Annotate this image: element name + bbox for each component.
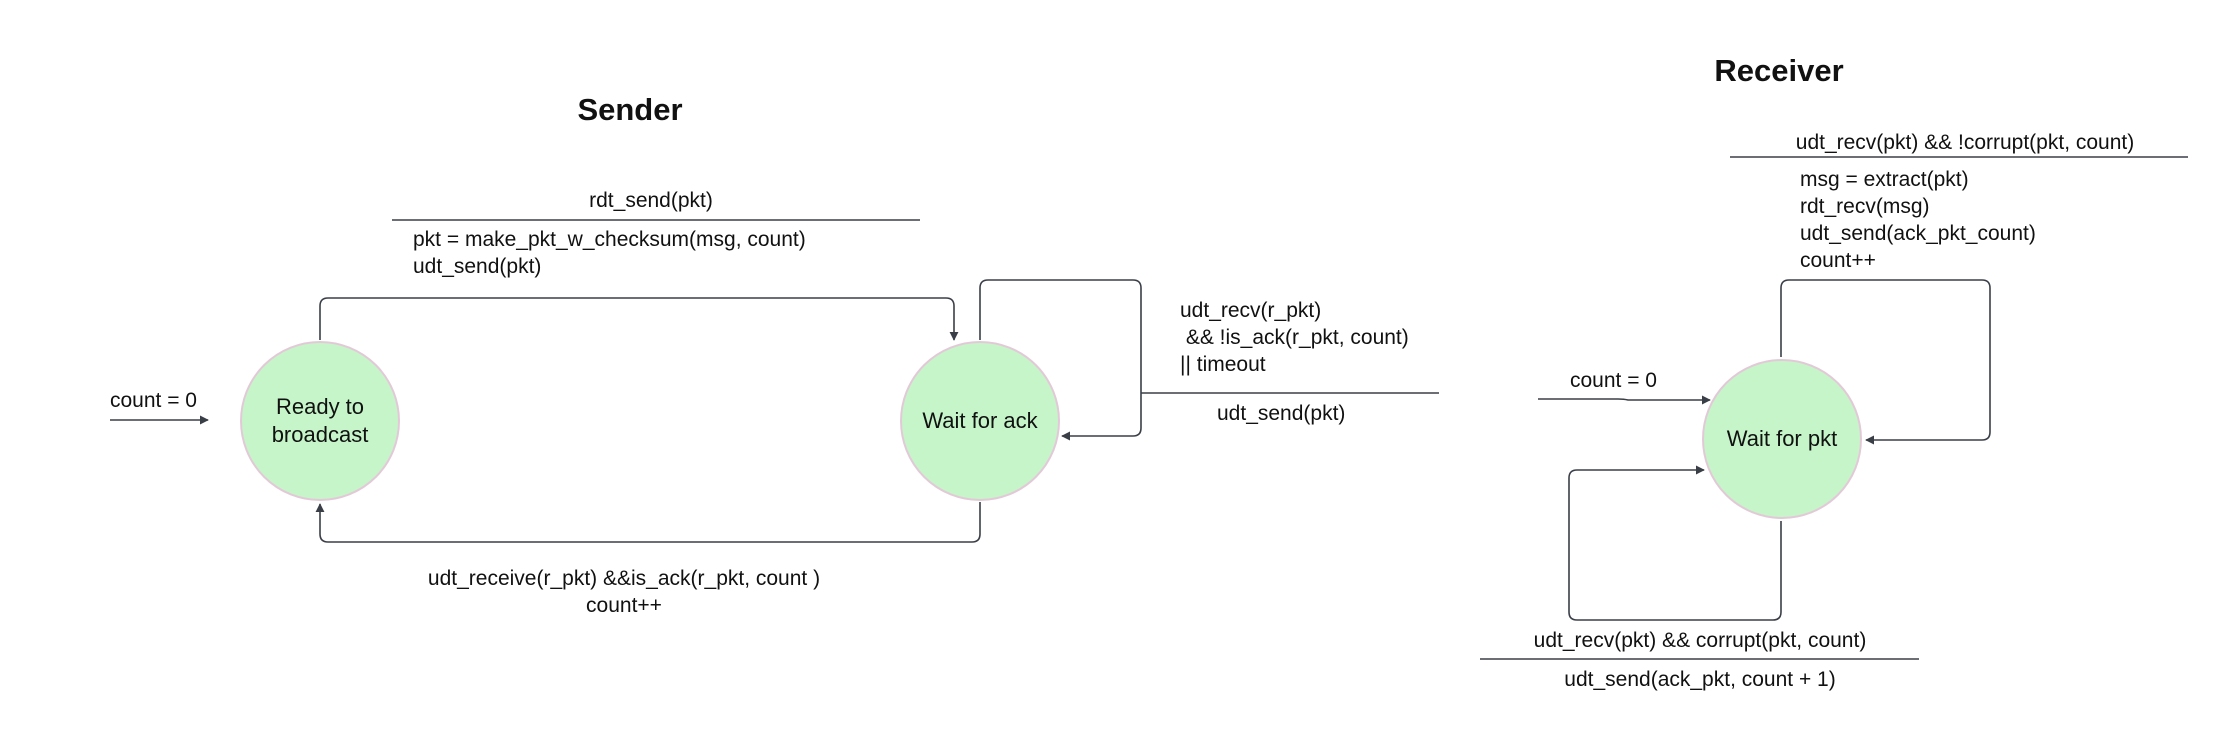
send-action-label: pkt = make_pkt_w_checksum(msg, count) ud… xyxy=(413,228,806,278)
receiver-initial-arrow xyxy=(1538,395,1711,405)
corrupt-self-loop-edge xyxy=(1568,465,1782,621)
resend-action-label: udt_send(pkt) xyxy=(1217,402,1346,425)
corrupt-action-label: udt_send(ack_pkt, count + 1) xyxy=(1564,668,1836,691)
good-event-label: udt_recv(pkt) && !corrupt(pkt, count) xyxy=(1795,131,2135,154)
good-self-loop-edge xyxy=(1780,279,1991,445)
ack-action-label: count++ xyxy=(586,594,662,617)
send-event-label: rdt_send(pkt) xyxy=(589,189,713,212)
send-transition-edge xyxy=(319,297,959,341)
receiver-title: Receiver xyxy=(1714,53,1844,88)
ack-transition-edge xyxy=(315,502,981,543)
resend-event-label: udt_recv(r_pkt) && !is_ack(r_pkt, count)… xyxy=(1180,299,1409,376)
sender-init-label: count = 0 xyxy=(110,389,197,412)
ack-event-label: udt_receive(r_pkt) &&is_ack(r_pkt, count… xyxy=(427,567,821,590)
state-wait-for-pkt: Wait for pkt xyxy=(1702,359,1862,519)
corrupt-event-label: udt_recv(pkt) && corrupt(pkt, count) xyxy=(1533,629,1867,652)
resend-self-loop-edge xyxy=(979,279,1142,441)
receiver-init-label: count = 0 xyxy=(1570,369,1657,392)
sender-title: Sender xyxy=(577,92,683,127)
state-wait-pkt-label: Wait for pkt xyxy=(1726,426,1838,451)
state-ready-label: Ready to broadcast xyxy=(271,394,369,447)
state-wait-ack-label: Wait for ack xyxy=(922,408,1038,433)
state-wait-for-ack: Wait for ack xyxy=(900,341,1060,501)
state-ready-to-broadcast: Ready to broadcast xyxy=(240,341,400,501)
good-action-label: msg = extract(pkt) rdt_recv(msg) udt_sen… xyxy=(1800,168,2036,272)
